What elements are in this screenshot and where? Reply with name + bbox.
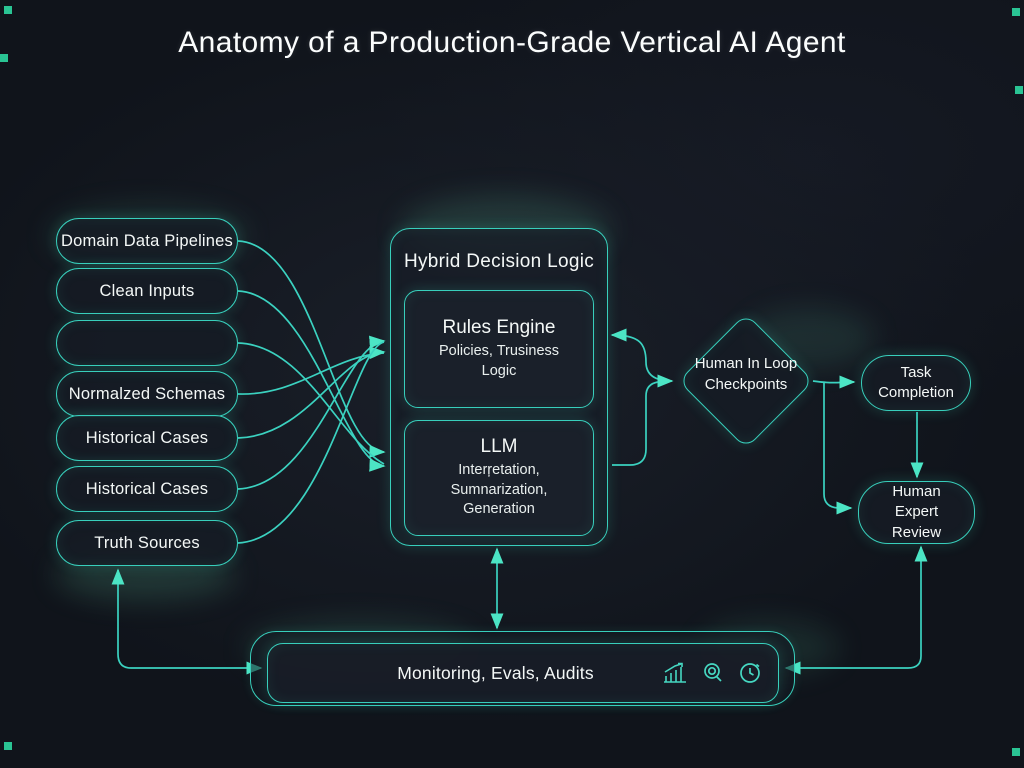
corner-marker [1015,86,1023,94]
corner-marker [1012,8,1020,16]
input-pill-label: Historical Cases [85,428,209,447]
monitoring-label: Monitoring, Evals, Audits [397,662,594,683]
corner-marker [1012,748,1020,756]
input-pill-label: Truth Sources [94,533,200,552]
input-pill-empty [56,320,238,366]
human-expert-review-label: Human Expert Review [891,483,942,541]
task-completion-box: Task Completion [861,355,971,411]
input-pill-label: Normalzed Schemas [68,384,226,403]
human-expert-review-box: Human Expert Review [858,481,975,544]
monitoring-bar: Monitoring, Evals, Audits [267,643,779,703]
llm-subtitle: Interŗetation, Sumnarization, Generation [450,462,548,518]
hybrid-decision-logic-title: Hybrid Decision Logic [403,251,595,272]
checkpoint-label: Human In Loop Checkpoints [694,355,798,393]
corner-marker [0,54,8,62]
search-icon [704,663,722,682]
input-pill-historical-cases-1: Historical Cases [56,415,238,461]
rules-engine-subtitle: Policies, Trusiness Logic [438,342,560,379]
input-pill-domain-data-pipelines: Domain Data Pipelines [56,218,238,264]
clock-icon [740,663,760,683]
diagram-title: Anatomy of a Production-Grade Vertical A… [178,26,846,59]
llm-title: LLM [480,436,518,458]
task-completion-label: Task Completion [878,363,954,401]
input-pill-label: Clean Inputs [99,281,195,300]
monitoring-icons [662,644,762,702]
input-pill-historical-cases-2: Historical Cases [56,466,238,512]
input-pill-label: Historical Cases [85,479,209,498]
rules-engine-title: Rules Engine [442,316,556,338]
input-pill-label: Domain Data Pipelines [60,231,234,250]
rules-engine-box: Rules Engine Policies, Trusiness Logic [404,290,594,408]
input-pill-clean-inputs: Clean Inputs [56,268,238,314]
input-pill-truth-sources: Truth Sources [56,520,238,566]
input-pill-normalized-schemas: Normalzed Schemas [56,371,238,417]
corner-marker [4,742,12,750]
corner-marker [4,6,12,14]
bar-chart-icon [664,662,686,683]
llm-box: LLM Interŗetation, Sumnarization, Genera… [404,420,594,536]
